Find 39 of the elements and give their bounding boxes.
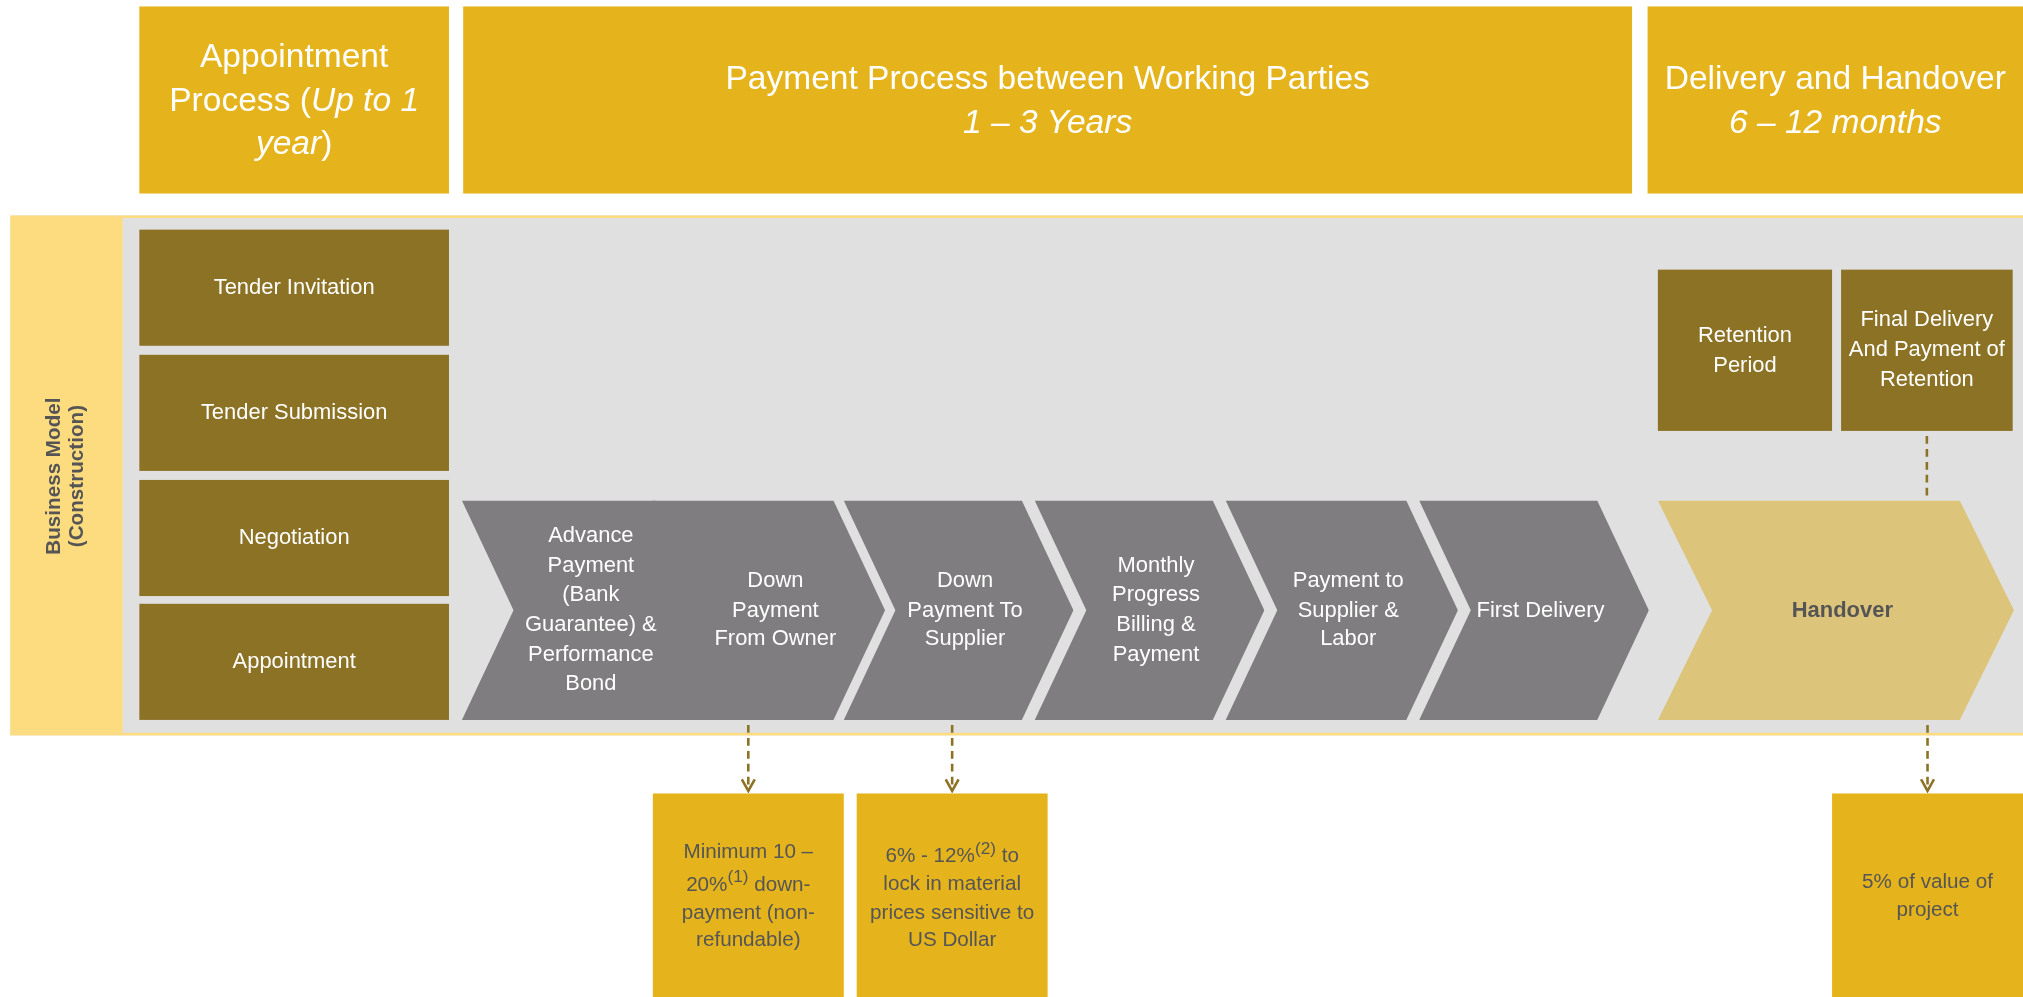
phase-banner xyxy=(1647,6,2023,194)
step-label: Down Payment From Owner xyxy=(713,566,838,653)
process-box xyxy=(139,354,449,471)
note-box xyxy=(856,793,1048,997)
band-background xyxy=(10,215,2023,736)
note-text: 5% of value of project xyxy=(1861,869,1994,922)
box-label: Retention Period xyxy=(1697,321,1793,379)
phase-title-subtitle: 6 – 12 months xyxy=(1729,100,1942,142)
note-text: 6% - 12%$^{(2)}$ to lock in material prices sensitive to US Dollar xyxy=(869,837,1036,952)
band-label: Business Model (Construction) xyxy=(42,396,89,557)
phase-title: Appointment Process (Up to 1 year) xyxy=(168,34,421,164)
connector-line xyxy=(1925,436,1929,496)
box-label: Final Delivery And Payment of Retention xyxy=(1848,306,2005,393)
note-text: Minimum 10 – 20%$^{(1)}$ down-payment (non-refundable) xyxy=(680,839,816,952)
arrow xyxy=(944,725,960,793)
process-box xyxy=(139,479,449,597)
process-box xyxy=(1841,269,2013,431)
step-label: First Delivery xyxy=(1476,595,1605,624)
note-box xyxy=(652,793,844,997)
box-label: Appointment xyxy=(232,647,356,675)
box-label: Tender Submission xyxy=(200,398,388,426)
phase-banner xyxy=(463,6,1633,194)
arrow xyxy=(1919,725,1936,793)
phase-title: Payment Process between Working Parties xyxy=(725,56,1370,99)
step-label: Down Payment To Supplier xyxy=(906,566,1024,653)
process-box xyxy=(139,229,449,346)
box-label: Tender Invitation xyxy=(213,273,375,301)
step-label: Payment to Supplier & Labor xyxy=(1291,566,1405,653)
step-label: Monthly Progress Billing & Payment xyxy=(1111,551,1201,668)
note-box xyxy=(1832,793,2023,997)
process-box xyxy=(139,603,449,720)
step-label: Handover xyxy=(1791,597,1893,624)
arrow xyxy=(740,725,757,793)
phase-title-subtitle: 1 – 3 Years xyxy=(963,100,1133,142)
process-box xyxy=(1657,269,1833,431)
box-label: Negotiation xyxy=(238,523,350,551)
phase-banner xyxy=(139,6,449,194)
step-label: Advance Payment (Bank Guarantee) & Performance Bond xyxy=(524,521,658,698)
phase-title: Delivery and Handover xyxy=(1664,56,2006,99)
